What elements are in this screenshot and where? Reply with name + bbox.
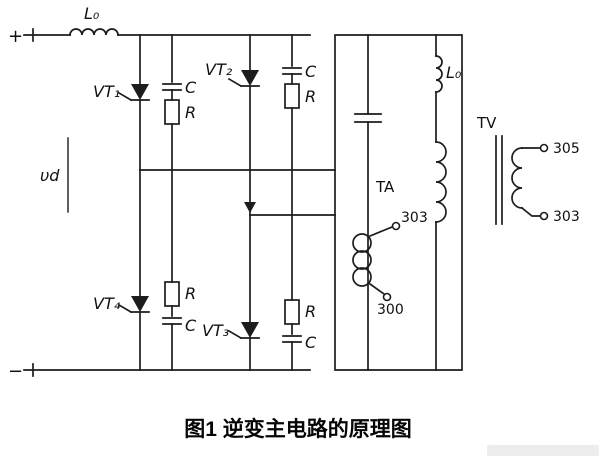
thyristor-vt3-icon — [227, 322, 260, 340]
ta-terminal-303-label: 303 — [401, 210, 428, 226]
snubber-vt4: R C — [162, 169, 197, 371]
thyristor-vt4-icon — [117, 296, 150, 314]
ta-terminal-300-label: 300 — [377, 302, 404, 318]
vt2-gate-lead — [227, 77, 243, 88]
tv-transformer: TV 305 303 — [476, 114, 580, 225]
vt2-label: VT₂ — [205, 60, 233, 79]
dc-minus-label: − — [8, 361, 23, 382]
inductor-coil-icon — [69, 28, 119, 36]
vt2-triangle — [241, 70, 259, 86]
junction-arrow-icon — [244, 202, 256, 213]
resistor-icon — [164, 99, 180, 125]
thyristor-vt1-icon — [117, 84, 150, 102]
vt4-gate-lead — [117, 303, 133, 314]
resistor-icon — [164, 281, 180, 307]
resistor-icon — [284, 83, 300, 109]
watermark — [487, 445, 599, 456]
snubber-vt2: C R — [282, 34, 317, 216]
vt3-gate-lead — [227, 329, 243, 340]
tv-terminal-305-label: 305 — [553, 141, 580, 157]
transformer-core-icon — [495, 135, 503, 225]
capacitor-icon — [282, 67, 302, 75]
snubber3-r-label: R — [305, 302, 316, 321]
resistor-icon — [284, 299, 300, 325]
snubber2-c-label: C — [305, 62, 317, 81]
snubber4-r-label: R — [185, 284, 196, 303]
dc-voltage-marking: υd — [40, 137, 69, 213]
snubber1-r-label: R — [185, 103, 196, 122]
ud-label: υd — [40, 166, 60, 185]
thyristor-vt2-icon — [227, 70, 260, 88]
tv-terminal-305-icon — [539, 143, 549, 153]
commutation-inductor-label: L₀ — [446, 63, 462, 82]
ta-coil-loop — [352, 233, 372, 253]
vt3-triangle — [241, 322, 259, 338]
snubber3-c-label: C — [305, 333, 317, 352]
figure-caption: 图1 逆变主电路的原理图 — [184, 417, 412, 441]
ta-secondary-coil: 303 300 — [352, 210, 428, 318]
capacitor-icon — [162, 317, 182, 325]
snubber2-r-label: R — [305, 87, 316, 106]
snubber1-c-label: C — [185, 78, 197, 97]
dc-plus-label: + — [8, 26, 23, 47]
ta-coil-loop — [352, 250, 372, 270]
inductor-coil-icon — [435, 55, 443, 93]
capacitor-icon — [282, 335, 302, 343]
tv-terminal-303-icon — [539, 211, 549, 221]
dc-positive-terminal: + — [8, 26, 34, 47]
snubber-vt1: C R — [162, 34, 197, 171]
input-inductor: L₀ — [69, 4, 119, 36]
ta-coil-loop — [352, 267, 372, 287]
vt1-gate-lead — [117, 91, 133, 102]
commutation-inductor-branch: L₀ — [435, 34, 462, 371]
snubber4-c-label: C — [185, 316, 197, 335]
transformer-primary-winding-icon — [435, 141, 447, 223]
ta-terminal-303-icon — [391, 221, 401, 231]
ta-terminal-300-icon — [382, 292, 392, 302]
vt1-label: VT₁ — [93, 82, 120, 101]
transformer-secondary-winding-icon — [511, 147, 523, 209]
capacitor-icon — [162, 83, 182, 91]
ta-lead-bottom — [368, 282, 386, 296]
input-inductor-label: L₀ — [84, 4, 100, 23]
ta-lead-top — [368, 225, 394, 238]
commutation-capacitor-branch — [354, 34, 382, 371]
tv-lead-bottom — [520, 206, 541, 217]
load-loop-wire — [334, 34, 463, 371]
snubber-vt3: R C — [282, 214, 317, 371]
vt4-label: VT₄ — [93, 294, 121, 313]
vt4-triangle — [131, 296, 149, 312]
dc-negative-terminal: − — [8, 361, 34, 382]
vt3-label: VT₃ — [202, 321, 229, 340]
capacitor-icon — [354, 113, 382, 123]
tv-label: TV — [476, 114, 497, 132]
tv-terminal-303-label: 303 — [553, 209, 580, 225]
vt1-triangle — [131, 84, 149, 100]
ta-label: TA — [375, 178, 395, 196]
